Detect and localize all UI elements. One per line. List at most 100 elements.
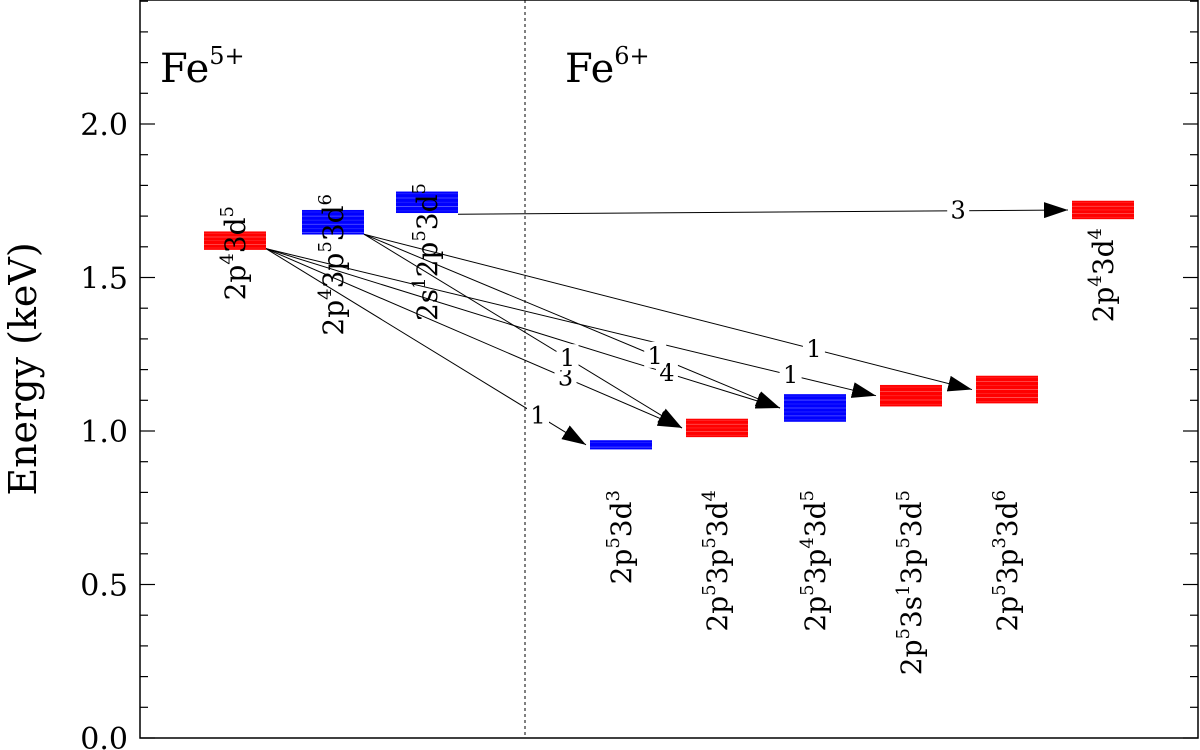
- occupancy: 4: [797, 537, 818, 548]
- orbital: 3p: [799, 549, 832, 585]
- level-band-fill: [784, 394, 846, 422]
- y-tick-label: 0.5: [80, 569, 128, 604]
- y-axis-title: Energy (keV): [1, 242, 45, 495]
- transition-arrows: [265, 202, 1069, 446]
- occupancy: 5: [989, 584, 1010, 595]
- transition-count: 1: [783, 361, 798, 389]
- orbital: 2p: [219, 265, 252, 301]
- y-tick-label: 0.0: [80, 722, 128, 750]
- y-axis-tick-labels: 0.0 0.5 1.0 1.5 2.0: [80, 108, 128, 750]
- level-band-fe6-2p5-3s1-3p5-3d5: [880, 384, 942, 407]
- transition-arrow: [265, 248, 781, 409]
- orbital: 2p: [317, 300, 350, 336]
- occupancy: 4: [1085, 275, 1106, 286]
- occupancy: 3: [989, 537, 1010, 548]
- orbital: 3d: [219, 217, 252, 253]
- level-band-fe6-2p5-3p3-3d6: [976, 375, 1038, 404]
- level-band-fe6-2p5-3p4-3d5: [784, 394, 846, 422]
- config-label-fe5-2p4-3p5-3d6: 2p43p53d6: [315, 194, 350, 336]
- level-band-fill: [302, 209, 364, 235]
- level-band-fill: [1072, 200, 1134, 220]
- transition-count: 1: [530, 401, 545, 429]
- occupancy: 5: [699, 537, 720, 548]
- orbital: 3d: [895, 501, 928, 537]
- orbital: 3p: [895, 549, 928, 585]
- orbital: 2p: [701, 596, 734, 632]
- ion-label-fe6: Fe6+: [565, 42, 650, 92]
- level-band-fe6-2p5-3d3: [590, 440, 652, 450]
- ion-label-fe5: Fe5+: [160, 42, 245, 92]
- orbital: 2p: [799, 596, 832, 632]
- occupancy: 5: [893, 490, 914, 501]
- occupancy: 6: [989, 490, 1010, 501]
- orbital: 2p: [895, 640, 928, 676]
- transition-label-bg: [779, 361, 802, 388]
- level-band-fe6-2p5-3p5-3d4: [686, 418, 748, 438]
- ion-label-fe5-charge: 5+: [209, 42, 244, 70]
- orbital: 3p: [317, 253, 350, 289]
- occupancy: 4: [217, 253, 238, 264]
- config-label-fe6-2p5-3d3: 2p53d3: [603, 490, 638, 584]
- configuration-labels: 2p43d52p43p53d62s12p53d52p53d32p53p53d42…: [217, 183, 1120, 675]
- transition-arrow: [363, 233, 781, 409]
- orbital: 2p: [1087, 287, 1120, 323]
- level-band-fe6-2p4-3d4: [1072, 200, 1134, 220]
- transition-label-bg: [947, 196, 970, 223]
- orbital: 3d: [991, 501, 1024, 537]
- occupancy: 5: [699, 584, 720, 595]
- transition-count: 1: [648, 342, 663, 370]
- transition-arrow: [265, 248, 877, 398]
- transition-label-bg: [644, 341, 667, 368]
- orbital: 3p: [701, 549, 734, 585]
- ion-label-fe6-charge: 6+: [614, 42, 649, 70]
- transition-label-bg: [802, 335, 825, 362]
- orbital: 2p: [991, 596, 1024, 632]
- occupancy: 4: [1085, 228, 1106, 239]
- config-label-fe5-2s1-2p5-3d5: 2s12p53d5: [409, 183, 444, 321]
- transition-count: 3: [558, 364, 573, 392]
- transition-arrow: [457, 202, 1069, 219]
- transition-count: 3: [951, 197, 966, 225]
- config-label-fe6-2p5-3s1-3p5-3d5: 2p53s13p53d5: [893, 490, 928, 675]
- level-band-fill: [396, 191, 458, 214]
- orbital: 3d: [1087, 239, 1120, 275]
- occupancy: 5: [797, 584, 818, 595]
- occupancy: 1: [409, 277, 430, 288]
- y-tick-label: 1.0: [80, 415, 128, 450]
- level-band-fill: [686, 418, 748, 438]
- occupancy: 5: [217, 206, 238, 217]
- config-label-fe6-2p5-3p4-3d5: 2p53p43d5: [797, 490, 832, 632]
- level-band-fe5-2s1-2p5-3d5: [396, 191, 458, 214]
- transition-label-bg: [554, 363, 577, 390]
- orbital: 3s: [895, 596, 928, 628]
- level-band-fill: [880, 384, 942, 407]
- level-band-fill: [204, 231, 266, 250]
- orbital: 2s: [411, 289, 444, 321]
- orbital: 2p: [411, 242, 444, 278]
- y-axis-ticks: [140, 0, 1198, 739]
- transition-label-bg: [527, 401, 549, 428]
- y-tick-label: 1.5: [80, 262, 128, 297]
- occupancy: 4: [699, 490, 720, 501]
- config-label-fe6-2p4-3d4: 2p43d4: [1085, 228, 1120, 322]
- config-label-fe5-2p4-3d5: 2p43d5: [217, 206, 252, 300]
- occupancy: 5: [893, 628, 914, 639]
- orbital: 3p: [991, 549, 1024, 585]
- y-tick-label: 2.0: [80, 108, 128, 143]
- transition-count: 1: [806, 335, 821, 363]
- occupancy: 1: [893, 584, 914, 595]
- occupancy: 5: [409, 230, 430, 241]
- occupancy: 5: [797, 490, 818, 501]
- orbital: 3d: [799, 501, 832, 537]
- transition-arrow: [265, 248, 683, 429]
- config-label-fe6-2p5-3p5-3d4: 2p53p53d4: [699, 490, 734, 632]
- occupancy: 5: [315, 241, 336, 252]
- energy-level-bands: [204, 191, 1134, 450]
- ion-label-fe6-base: Fe: [565, 46, 614, 92]
- level-band-fe5-2p4-3p5-3d6: [302, 209, 364, 235]
- transition-arrow: [363, 233, 973, 392]
- ion-label-fe5-base: Fe: [160, 46, 209, 92]
- orbital: 3d: [411, 194, 444, 230]
